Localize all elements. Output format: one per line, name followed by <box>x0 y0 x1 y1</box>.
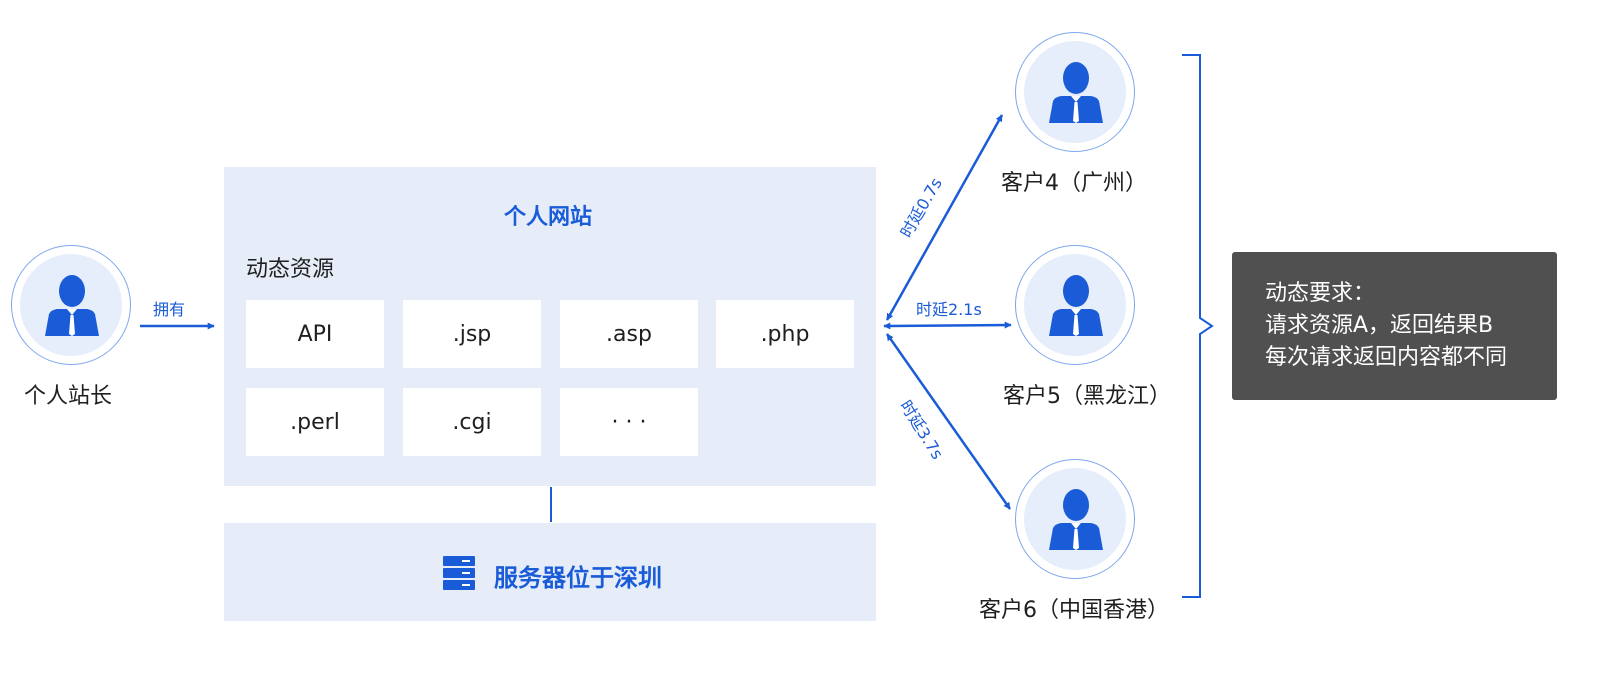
note-line: 请求资源A，返回结果B <box>1265 313 1494 338</box>
person-icon <box>45 275 99 336</box>
clients-bracket <box>1182 54 1214 598</box>
resource-tile: .asp <box>560 300 698 368</box>
server-label: 服务器位于深圳 <box>494 564 662 592</box>
note-line: 动态要求： <box>1265 281 1376 306</box>
client-5-avatar <box>1015 245 1135 365</box>
person-icon <box>1049 489 1103 550</box>
client-6-avatar <box>1015 459 1135 579</box>
arrow-client-6 <box>885 333 1012 510</box>
resource-tile: .cgi <box>403 388 541 456</box>
dynamic-resources-label: 动态资源 <box>246 257 335 282</box>
client-4-label: 客户4（广州） <box>1001 171 1147 196</box>
note-line: 每次请求返回内容都不同 <box>1265 345 1508 370</box>
client-4-avatar <box>1015 32 1135 152</box>
resource-tile: .jsp <box>403 300 541 368</box>
client-5-label: 客户5（黑龙江） <box>1003 384 1171 409</box>
resource-tile: .perl <box>246 388 384 456</box>
arrow-client-4 <box>885 114 1004 321</box>
owner-edge-label: 拥有 <box>153 300 186 319</box>
resource-tile: API <box>246 300 384 368</box>
owner-avatar <box>11 245 131 365</box>
client-6-label: 客户6（中国香港） <box>979 598 1169 623</box>
website-title: 个人网站 <box>504 205 593 230</box>
dynamic-requirement-note: 动态要求： 请求资源A，返回结果B 每次请求返回内容都不同 <box>1232 252 1557 400</box>
owner-label: 个人站长 <box>24 384 113 409</box>
server-stack-icon <box>443 556 475 590</box>
server-panel <box>224 523 876 621</box>
resource-tile-ellipsis: · · · <box>560 388 698 456</box>
arrow-client-5 <box>883 321 1012 330</box>
resource-tile: .php <box>716 300 854 368</box>
person-icon <box>1049 62 1103 123</box>
latency-label-client-5: 时延2.1s <box>916 300 982 319</box>
person-icon <box>1049 275 1103 336</box>
